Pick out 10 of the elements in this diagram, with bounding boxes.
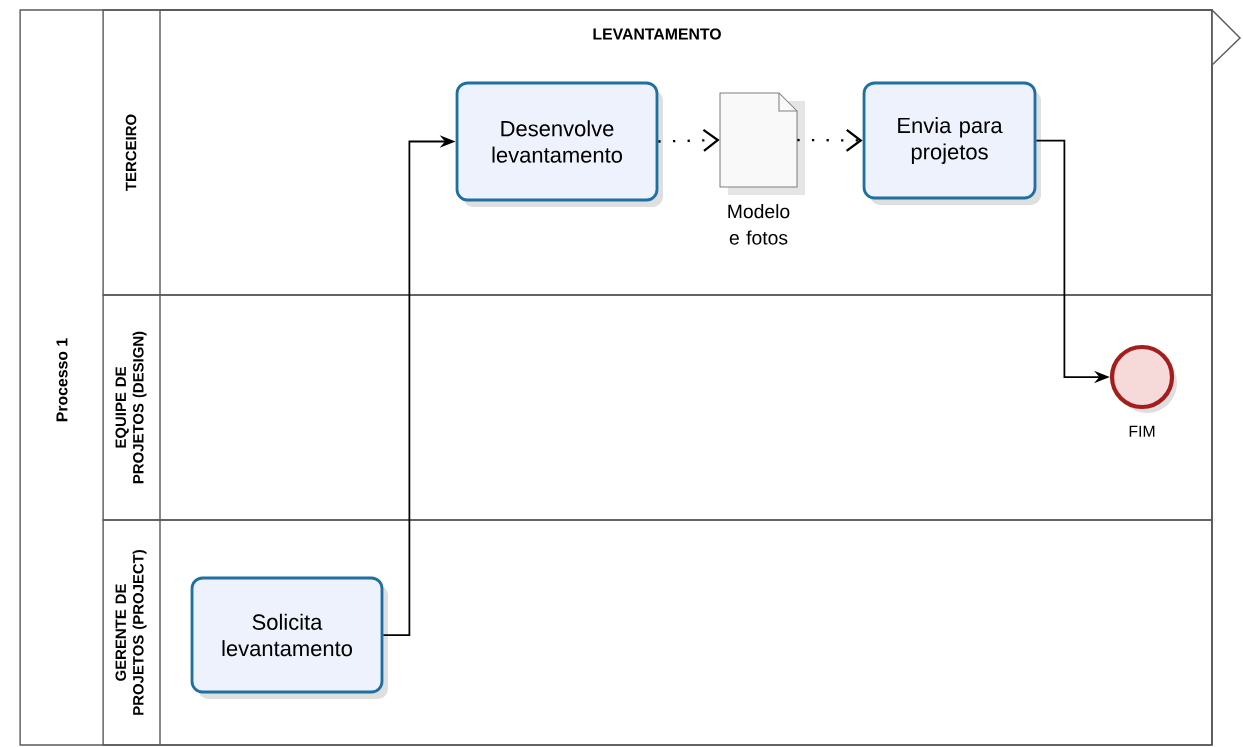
sequence-arrow	[797, 128, 863, 152]
task-box: Desenvolve levantamento	[455, 81, 663, 207]
label: LEVANTAMENTO	[593, 28, 721, 40]
document-icon	[719, 92, 805, 195]
end-event-circle	[1109, 344, 1177, 413]
task-box: Envia para projetos	[862, 81, 1041, 205]
node-label: Modelo e fotos	[728, 204, 790, 245]
task-box: Solicita levantamento	[190, 576, 388, 699]
sequence-arrow	[658, 128, 720, 152]
node-label: FIM	[1129, 425, 1155, 437]
